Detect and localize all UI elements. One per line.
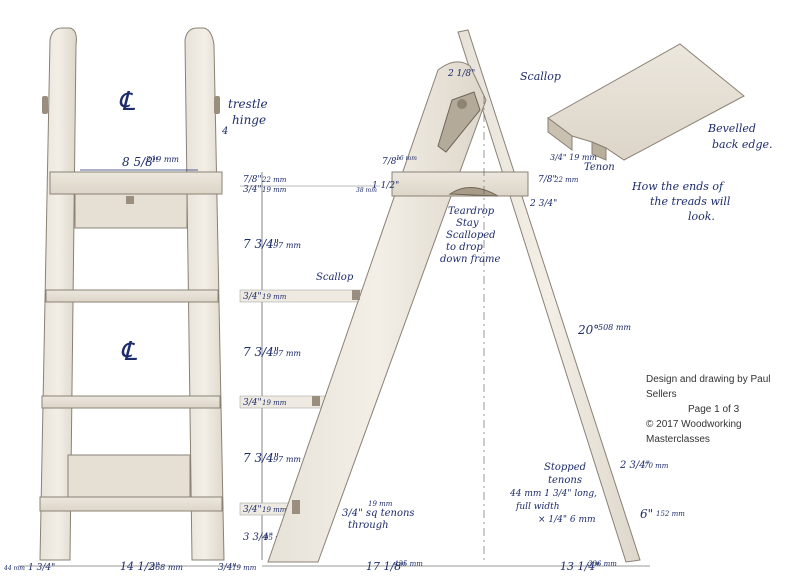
tread-end-1 — [352, 290, 360, 300]
stay-note-3: Scalloped — [446, 230, 496, 241]
ends-note-3: look. — [688, 210, 715, 223]
bottom-right-label: 6" — [640, 507, 653, 521]
tenon-face — [547, 117, 573, 151]
leg-left-label: 1 3/4" — [28, 563, 55, 573]
bottom-width-mm: 368 mm — [150, 563, 183, 572]
vdim-4-label: 3/4" — [243, 292, 262, 302]
credit-block: Design and drawing by Paul Sellers Page … — [646, 372, 796, 447]
tenon-mark — [126, 196, 134, 204]
tread-end-3 — [292, 500, 300, 514]
angle-label: 20° — [577, 323, 599, 337]
rear-leg — [457, 29, 641, 563]
tread-end-2 — [312, 396, 320, 406]
stay-note-4: to drop — [446, 242, 483, 253]
vdim-2-label: 3/4" — [243, 185, 262, 195]
top-width-label: 8 5/8" — [122, 155, 158, 169]
ends-note-2: the treads will — [650, 195, 731, 208]
hinge-note-num: 4 — [221, 126, 228, 137]
stay-note-5: down frame — [440, 254, 501, 265]
lower-right-label: 2 3/4" — [619, 460, 650, 471]
base-left-label: 17 1/8" — [366, 560, 406, 573]
stay-note-2: Stay — [456, 218, 479, 229]
length-mm: 508 mm — [598, 323, 631, 332]
ends-note-1: How the ends of — [631, 180, 725, 193]
vdim-7-mm: 197 mm — [268, 455, 301, 464]
top-width-mm: 219 mm — [145, 155, 179, 164]
platform-left-mm: 38 mm — [356, 187, 377, 194]
detail-tenon-word: Tenon — [584, 162, 615, 173]
stopped-note-5: × 1/4" 6 mm — [538, 515, 596, 525]
vdim-6-mm: 19 mm — [262, 399, 287, 407]
top-dim: 2 1/8" — [447, 69, 475, 79]
stay-gap-label: 2 3/4" — [529, 199, 557, 209]
side-scallop-label: Scallop — [316, 272, 354, 283]
tenon-shoulder — [591, 141, 607, 161]
vdim-8-label: 3/4" — [243, 505, 262, 515]
leg-right-label: 3/4" — [218, 563, 237, 573]
vdim-6-label: 3/4" — [243, 398, 262, 408]
side-view: 2 1/8" 1 1/2" 38 mm 7/8" 16 mm 7/8" 22 m… — [262, 29, 685, 573]
detail-scallop-label: Scallop — [520, 70, 561, 83]
top-small-label: 7/8" — [382, 157, 401, 167]
tread-board — [547, 43, 745, 161]
vdim-5-label: 7 3/4" — [243, 345, 279, 359]
base-left-mm: 435 mm — [393, 560, 423, 568]
centre-mark-top: ℄ — [118, 87, 136, 117]
bottom-rail — [67, 454, 191, 498]
teardrop-stay — [448, 187, 499, 197]
front-view: ℄ ℄ 8 5/8" 219 mm trestle hinge 4 14 1/2… — [3, 27, 268, 573]
vdim-3-label: 7 3/4" — [243, 237, 279, 251]
tenon-note-1: 3/4" sq tenons — [342, 508, 415, 519]
hinge-arm — [437, 91, 481, 153]
top-small-mm: 16 mm — [396, 155, 417, 162]
base-right-mm: 336 mm — [588, 560, 617, 568]
tread-3 — [39, 496, 223, 512]
tread-end-detail: Scallop 3/4" 19 mm Tenon Bevelled back e… — [520, 43, 773, 223]
vdim-3-mm: 197 mm — [268, 241, 301, 250]
hinge-left — [42, 96, 48, 114]
tenon-note-2: through — [348, 520, 389, 531]
hinge-pivot — [457, 99, 467, 109]
bottom-width-label: 14 1/2" — [120, 560, 160, 573]
vdim-1-mm: 22 mm — [261, 176, 287, 184]
top-platform — [49, 171, 223, 195]
hinge-note-line1: trestle — [228, 97, 268, 111]
vdim-7-label: 7 3/4" — [243, 451, 279, 465]
credit-line-2: Page 1 of 3 — [688, 404, 740, 415]
stopped-note-3: 44 mm 1 3/4" long, — [509, 489, 597, 499]
platform-left-label: 1 1/2" — [372, 181, 399, 191]
bottom-right-mm: 152 mm — [656, 510, 685, 518]
right-small-label: 7/8" — [538, 175, 557, 185]
credit-line-3: © 2017 Woodworking Masterclasses — [646, 419, 742, 445]
bevel-note-2: back edge. — [712, 138, 773, 151]
tread-2 — [41, 395, 221, 409]
vdim-2-mm: 19 mm — [262, 186, 287, 194]
stopped-note-1: Stopped — [544, 462, 586, 473]
stopped-note-2: tenons — [548, 475, 582, 486]
leg-right-mm: 19 mm — [232, 564, 257, 572]
vdim-1-label: 7/8" — [243, 175, 262, 185]
vdim-9-label: 3 3/4" — [243, 532, 273, 543]
hinge-note-line2: hinge — [232, 113, 266, 127]
tread-1 — [45, 289, 219, 303]
right-small-mm: 22 mm — [553, 176, 579, 184]
stay-note-1: Teardrop — [448, 206, 495, 217]
leg-left-mm: 44 mm — [3, 565, 25, 572]
tenon-note-mm: 19 mm — [368, 500, 393, 508]
vdim-8-mm: 19 mm — [262, 506, 287, 514]
bevel-note-1: Bevelled — [707, 122, 756, 135]
detail-tenon-label: 3/4" 19 mm — [550, 153, 597, 162]
vdim-5-mm: 197 mm — [268, 349, 301, 358]
lower-right-mm: 70 mm — [644, 462, 669, 470]
stopped-note-4: full width — [515, 502, 560, 512]
credit-line-1: Design and drawing by Paul Sellers — [646, 374, 771, 400]
centre-mark-mid: ℄ — [120, 337, 138, 367]
base-right-label: 13 1/4" — [560, 560, 600, 573]
vdim-4-mm: 19 mm — [262, 293, 287, 301]
hinge-right — [214, 96, 220, 114]
